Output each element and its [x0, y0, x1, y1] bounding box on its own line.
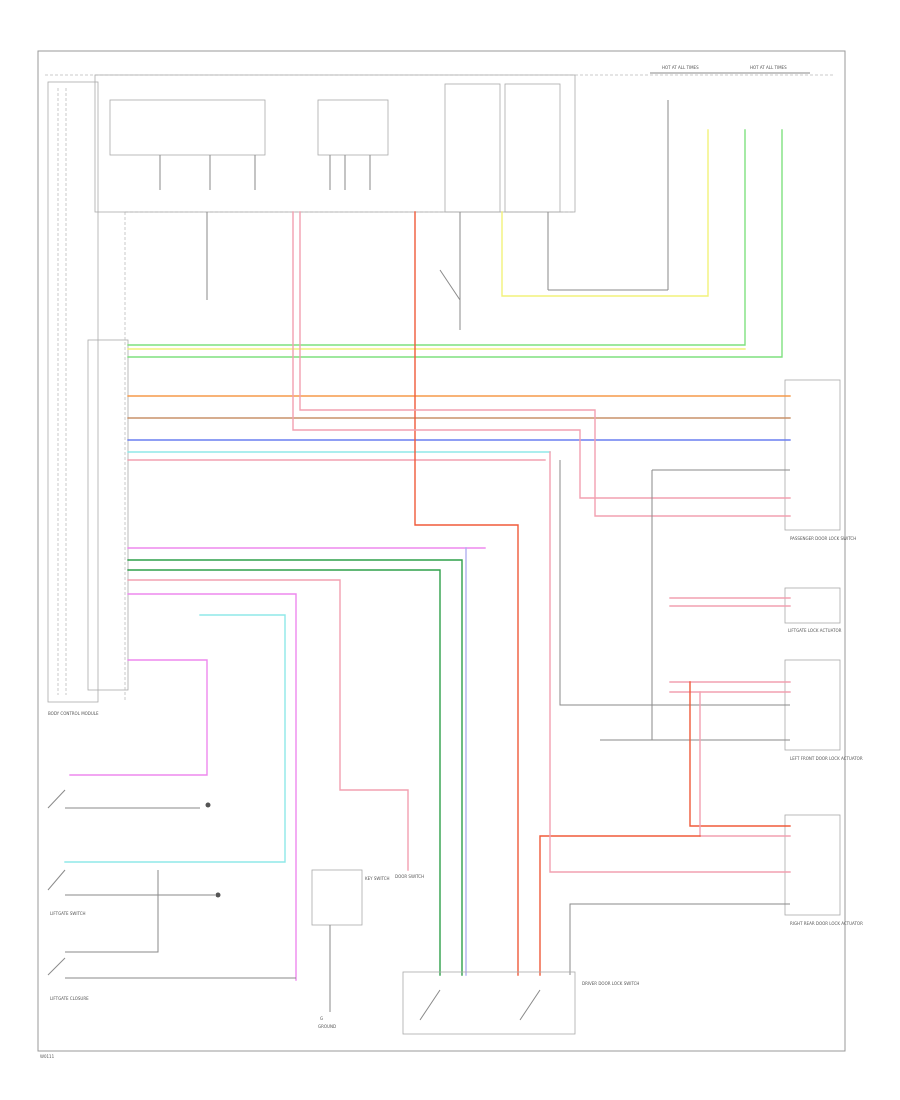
svg-text:DOOR SWITCH: DOOR SWITCH: [395, 874, 424, 879]
svg-text:G: G: [320, 1016, 323, 1021]
svg-text:GROUND: GROUND: [318, 1024, 336, 1029]
liftgate-switch: LIFTGATE SWITCH: [47, 869, 221, 916]
svg-text:PASSENGER DOOR LOCK SWITCH: PASSENGER DOOR LOCK SWITCH: [790, 536, 856, 541]
door-switch-left: [47, 789, 211, 809]
bcm-connector-strip: [87, 339, 129, 691]
right-rear-door-lock-actuator: [784, 814, 841, 916]
svg-text:LIFTGATE CLOSURE: LIFTGATE CLOSURE: [50, 996, 89, 1001]
footer-code: W0111: [40, 1054, 55, 1059]
liftgate-closure-switch: LIFTGATE CLOSURE: [47, 870, 296, 1001]
liftgate-lock-actuator: [784, 587, 841, 624]
diagram-frame: [37, 50, 846, 1052]
driver-door-lock-switch: [402, 971, 576, 1035]
passenger-door-lock-switch: [784, 379, 841, 531]
svg-text:RIGHT REAR DOOR LOCK ACTUATOR: RIGHT REAR DOOR LOCK ACTUATOR: [790, 921, 863, 926]
svg-text:LEFT FRONT DOOR LOCK ACTUATOR: LEFT FRONT DOOR LOCK ACTUATOR: [790, 756, 863, 761]
svg-text:BODY CONTROL MODULE: BODY CONTROL MODULE: [48, 711, 99, 716]
bcm-left-bus: [47, 81, 99, 703]
svg-text:KEY SWITCH: KEY SWITCH: [365, 876, 390, 881]
svg-text:LIFTGATE LOCK ACTUATOR: LIFTGATE LOCK ACTUATOR: [788, 628, 842, 633]
key-switch: [311, 869, 363, 926]
svg-text:DRIVER DOOR LOCK SWITCH: DRIVER DOOR LOCK SWITCH: [582, 981, 639, 986]
svg-text:LIFTGATE SWITCH: LIFTGATE SWITCH: [50, 911, 86, 916]
svg-text:HOT AT ALL TIMES: HOT AT ALL TIMES: [750, 65, 787, 70]
power-source-header: HOT AT ALL TIMES HOT AT ALL TIMES: [650, 65, 810, 74]
left-front-door-lock-actuator: [784, 659, 841, 751]
fuse-box-top: [94, 74, 576, 213]
svg-text:HOT AT ALL TIMES: HOT AT ALL TIMES: [662, 65, 699, 70]
